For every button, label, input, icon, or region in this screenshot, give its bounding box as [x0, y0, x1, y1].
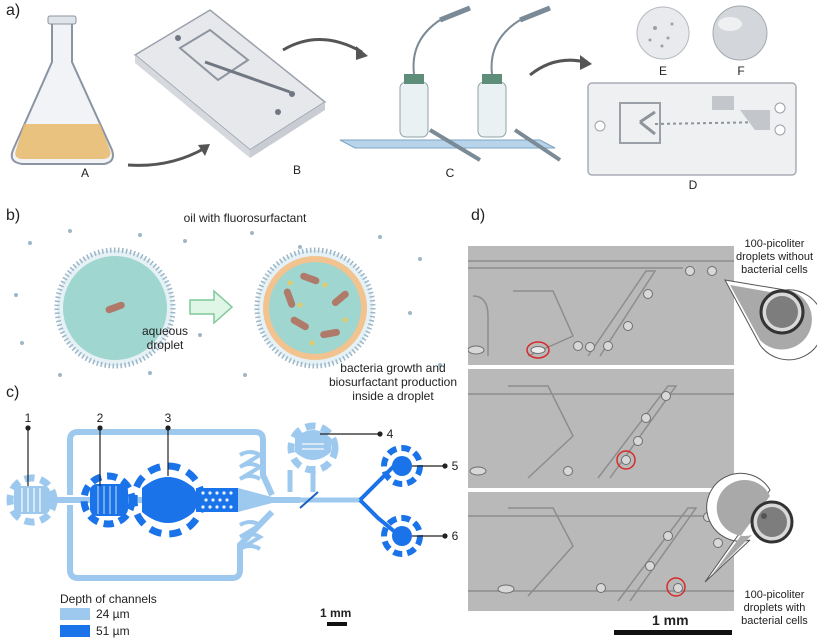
aqueous-label-2: droplet: [146, 338, 184, 352]
erlenmeyer-flask-icon: [10, 15, 114, 165]
syringe-tubes-icon: [339, 5, 562, 162]
callout-bottom-line-2: droplets with: [743, 602, 806, 614]
label-e: E: [658, 64, 667, 78]
droplet-empty-icon: [636, 6, 690, 60]
growth-label-1: bacteria growth and: [340, 361, 446, 375]
callout-bottom-line-1: 100-picoliter: [744, 589, 805, 601]
growth-label-3: inside a droplet: [352, 389, 434, 403]
scale-bar-d: [614, 630, 732, 635]
aqueous-label-1: aqueous: [141, 324, 189, 338]
channel-number-1: 1: [24, 411, 32, 425]
inlet-2: [80, 472, 136, 528]
chip-top-view-icon: [587, 82, 797, 176]
panel-b-label: b): [6, 207, 21, 224]
label-d: D: [688, 178, 698, 192]
channel-number-4: 4: [386, 427, 394, 441]
label-a: A: [80, 166, 89, 180]
callout-bottom-line-3: bacterial cells: [741, 615, 808, 627]
panel-c-label: c): [6, 384, 20, 401]
scale-bar-c-label: 1 mm: [320, 606, 352, 620]
label-c: C: [445, 166, 455, 180]
droplet-micrographs: [468, 246, 734, 611]
channel-number-3: 3: [164, 411, 172, 425]
callout-top-line-3: bacterial cells: [741, 264, 808, 276]
droplet-illustration: [14, 229, 442, 377]
channel-number-6: 6: [451, 529, 459, 543]
droplet-sphere-icon: [712, 5, 768, 61]
inlet-3: [130, 462, 272, 538]
label-f: F: [737, 64, 745, 78]
callout-top-line-1: 100-picoliter: [744, 238, 805, 250]
inlet-4: [287, 422, 339, 492]
depth-legend-title: Depth of channels: [60, 592, 157, 606]
legend-swatch-51: [60, 625, 90, 637]
panel-a-label: a): [6, 2, 21, 19]
growth-label-2: biosurfactant production: [328, 375, 458, 389]
legend-swatch-24: [60, 608, 90, 620]
inlet-1: [6, 474, 58, 526]
panel-a-illustration: [10, 5, 797, 176]
panel-d-label: d): [471, 207, 486, 224]
chip-channel-diagram: [6, 422, 448, 581]
legend-label-51: 51 µm: [96, 624, 130, 638]
channel-number-2: 2: [96, 411, 104, 425]
scale-bar-d-label: 1 mm: [652, 612, 689, 628]
scale-bar-c: [327, 622, 347, 626]
label-b: B: [292, 163, 301, 177]
callout-top-line-2: droplets without: [735, 251, 814, 263]
microfluidic-chip-icon: [133, 9, 327, 158]
channel-number-5: 5: [451, 459, 459, 473]
oil-label: oil with fluorosurfactant: [183, 211, 307, 225]
legend-label-24: 24 µm: [96, 607, 130, 621]
droplet-zoom-callouts: [704, 279, 817, 583]
